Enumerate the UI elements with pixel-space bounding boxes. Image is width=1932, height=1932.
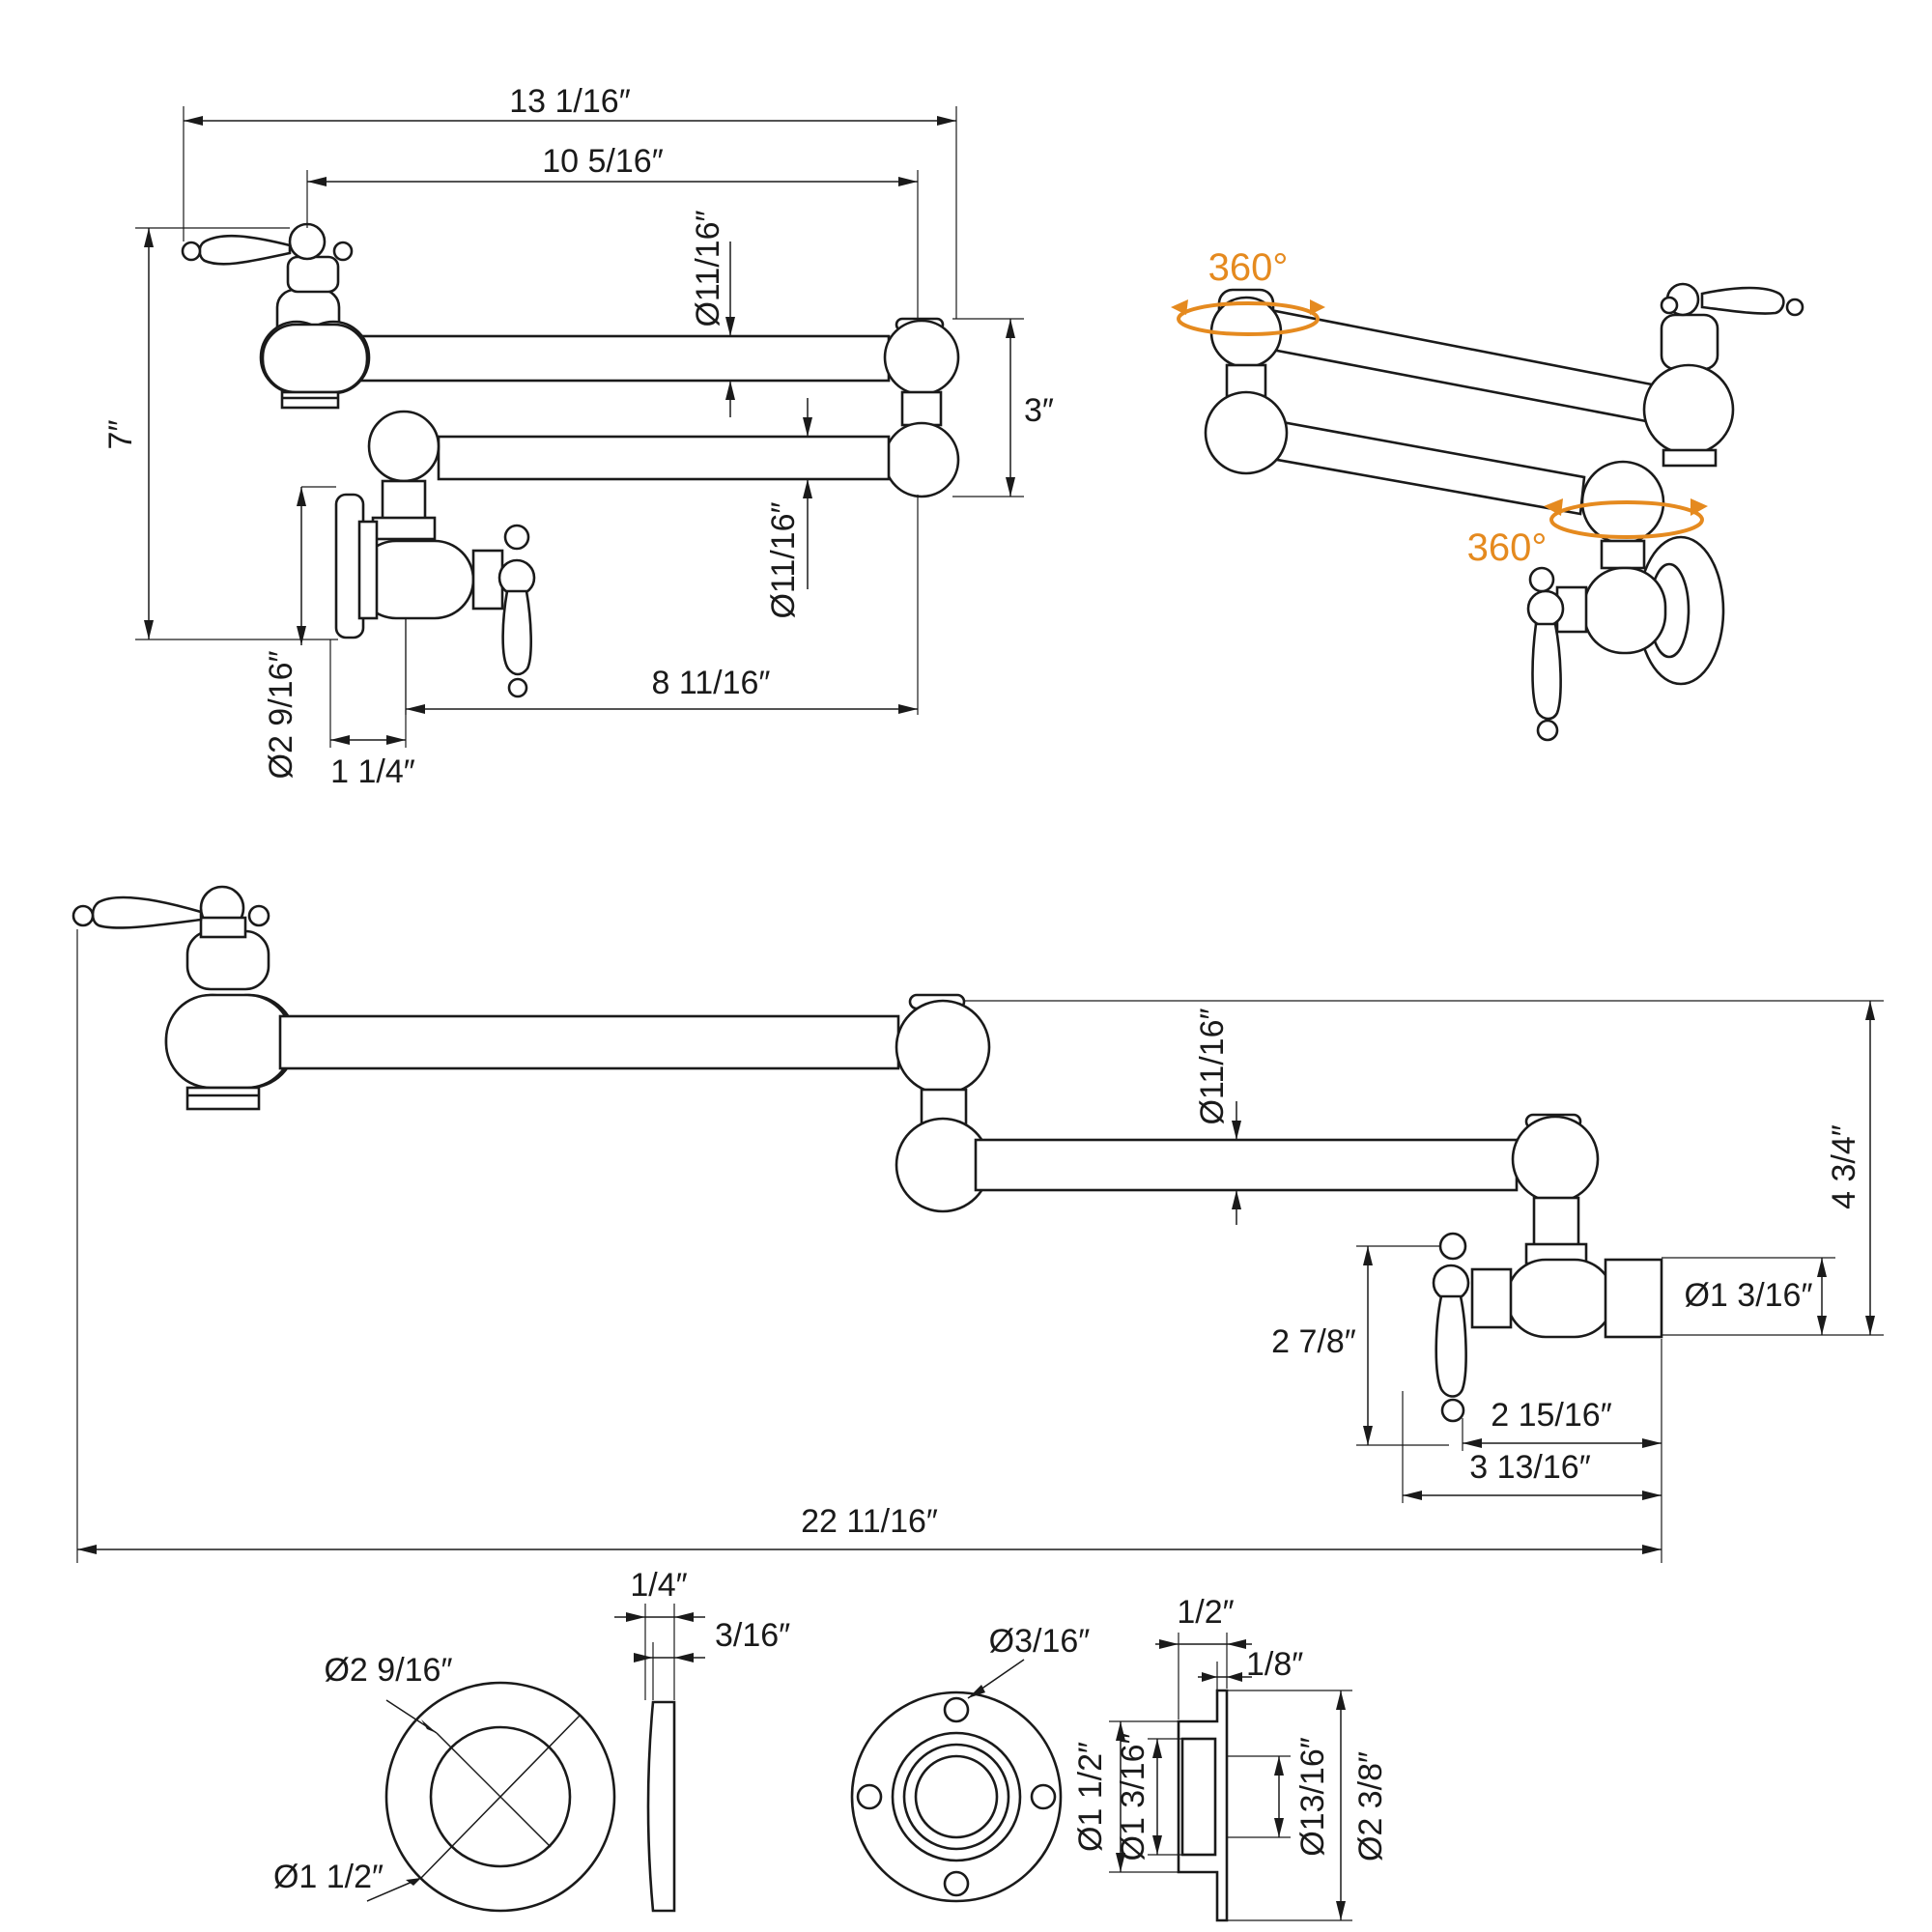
- flange-profile: [646, 1700, 676, 1913]
- ext-valve-lever: [1435, 1294, 1467, 1398]
- extended-dimensions: 22 11/16″ Ø11/16″ 4 3/4″ Ø1 3/16″ 2 7/8″…: [76, 929, 1884, 1563]
- mount-plate-bore: [914, 1754, 999, 1839]
- upper-joint-ball: [883, 319, 960, 396]
- mount-section-bore: [1180, 1737, 1217, 1857]
- iso-lower-rotation: 360°: [1467, 526, 1548, 569]
- dim-upper-arm-dia: Ø11/16″: [690, 210, 726, 327]
- isometric-view: 360° 360°: [1171, 246, 1804, 742]
- ext-aerator: [185, 1086, 261, 1111]
- joint-collar: [900, 390, 943, 427]
- ext-mid-upper-ball: [895, 999, 991, 1095]
- flange-thickness: 1/4″: [630, 1567, 687, 1604]
- dim-flange-dia: Ø2 9/16″: [263, 650, 299, 779]
- flange-outer-dia: Ø2 9/16″: [324, 1652, 452, 1689]
- dim-inlet-dia: Ø1 3/16″: [1684, 1277, 1812, 1314]
- iso-upper-rotation-arrow: [1177, 301, 1320, 336]
- lower-joint-ball: [883, 421, 960, 498]
- iso-valve-body: [1582, 566, 1667, 655]
- mount-hole-right: [1030, 1783, 1057, 1810]
- upper-arm: [346, 334, 891, 383]
- mount-plate-view: Ø3/16″ 1/2″ 1/8″ Ø1 1/2″ Ø1 3/16″: [850, 1594, 1389, 1922]
- valve-handle-knob: [503, 524, 530, 551]
- iso-lower-arm: [1254, 415, 1586, 516]
- iso-valve-lever: [1531, 622, 1562, 721]
- iso-upper-rotation: 360°: [1208, 246, 1289, 289]
- mount-hole-bottom: [943, 1870, 970, 1897]
- mount-hole-left: [856, 1783, 883, 1810]
- dim-flange-offset: 1 1/4″: [330, 753, 415, 790]
- mount-inner-bore-dia: Ø1 3/16″: [1115, 1732, 1151, 1861]
- flange-inner-dia: Ø1 1/2″: [273, 1859, 384, 1895]
- iso-lower-rotation-arrow: [1549, 500, 1704, 539]
- mount-bore-dia: Ø1 1/2″: [1072, 1742, 1109, 1852]
- dim-total-length: 22 11/16″: [801, 1503, 938, 1540]
- ext-valve-body: [1505, 1258, 1615, 1339]
- mount-outlet-dia: Ø13/16″: [1294, 1737, 1331, 1857]
- aerator: [280, 390, 340, 410]
- dim-overall-width: 13 1/16″: [509, 83, 630, 120]
- dim-arm-spacing: 3″: [1024, 392, 1054, 429]
- dim-lower-arm-dia: Ø11/16″: [765, 501, 802, 618]
- mount-hole-top: [943, 1696, 970, 1723]
- flange-view: Ø2 9/16″ Ø1 1/2″ 1/4″ 3/16″: [273, 1567, 790, 1913]
- dim-inner-width: 10 5/16″: [542, 143, 663, 180]
- flange-lip: 3/16″: [715, 1617, 790, 1654]
- dim-height: 7″: [102, 420, 139, 450]
- lower-swivel-ball: [367, 410, 440, 483]
- dim-ext-height: 4 3/4″: [1826, 1124, 1862, 1209]
- iso-top-lever: [1700, 286, 1785, 315]
- valve-stem: [471, 549, 504, 611]
- ext-upper-arm: [278, 1014, 900, 1070]
- ext-top-lever: [91, 895, 203, 929]
- mount-lip: 1/8″: [1246, 1646, 1303, 1683]
- folded-dimensions: 13 1/16″ 10 5/16″ 7″ 3″ Ø11/16″ Ø11/16″: [102, 83, 1054, 790]
- dim-handle-height: 2 7/8″: [1271, 1323, 1356, 1360]
- dim-body-length: 2 15/16″: [1491, 1397, 1611, 1434]
- ext-right-ball: [1511, 1115, 1600, 1204]
- mount-depth: 1/2″: [1177, 1594, 1234, 1631]
- mount-plate-dia: Ø2 3/8″: [1352, 1751, 1389, 1861]
- ext-valve-stem: [1470, 1267, 1513, 1329]
- extended-side-view: [71, 885, 1663, 1423]
- dim-reach: 8 11/16″: [652, 665, 771, 701]
- iso-lower-joint: [1204, 390, 1289, 475]
- valve-lever-handle: [501, 589, 532, 676]
- top-handle-knob: [288, 222, 327, 261]
- dim-valve-length: 3 13/16″: [1469, 1449, 1590, 1486]
- ext-spout-ball: [164, 993, 294, 1090]
- ext-spout-neck: [185, 929, 270, 991]
- mount-hole-dia: Ø3/16″: [989, 1623, 1091, 1660]
- swivel-collar: [381, 479, 427, 522]
- ext-inlet: [1604, 1258, 1663, 1339]
- top-lever-handle: [198, 234, 292, 266]
- ext-lower-arm: [974, 1138, 1519, 1192]
- folded-side-view: [181, 222, 960, 698]
- lower-arm: [437, 435, 891, 481]
- dim-ext-arm-dia: Ø11/16″: [1194, 1008, 1231, 1124]
- ext-valve-knob: [1438, 1232, 1467, 1261]
- iso-spout-ball: [1642, 363, 1735, 456]
